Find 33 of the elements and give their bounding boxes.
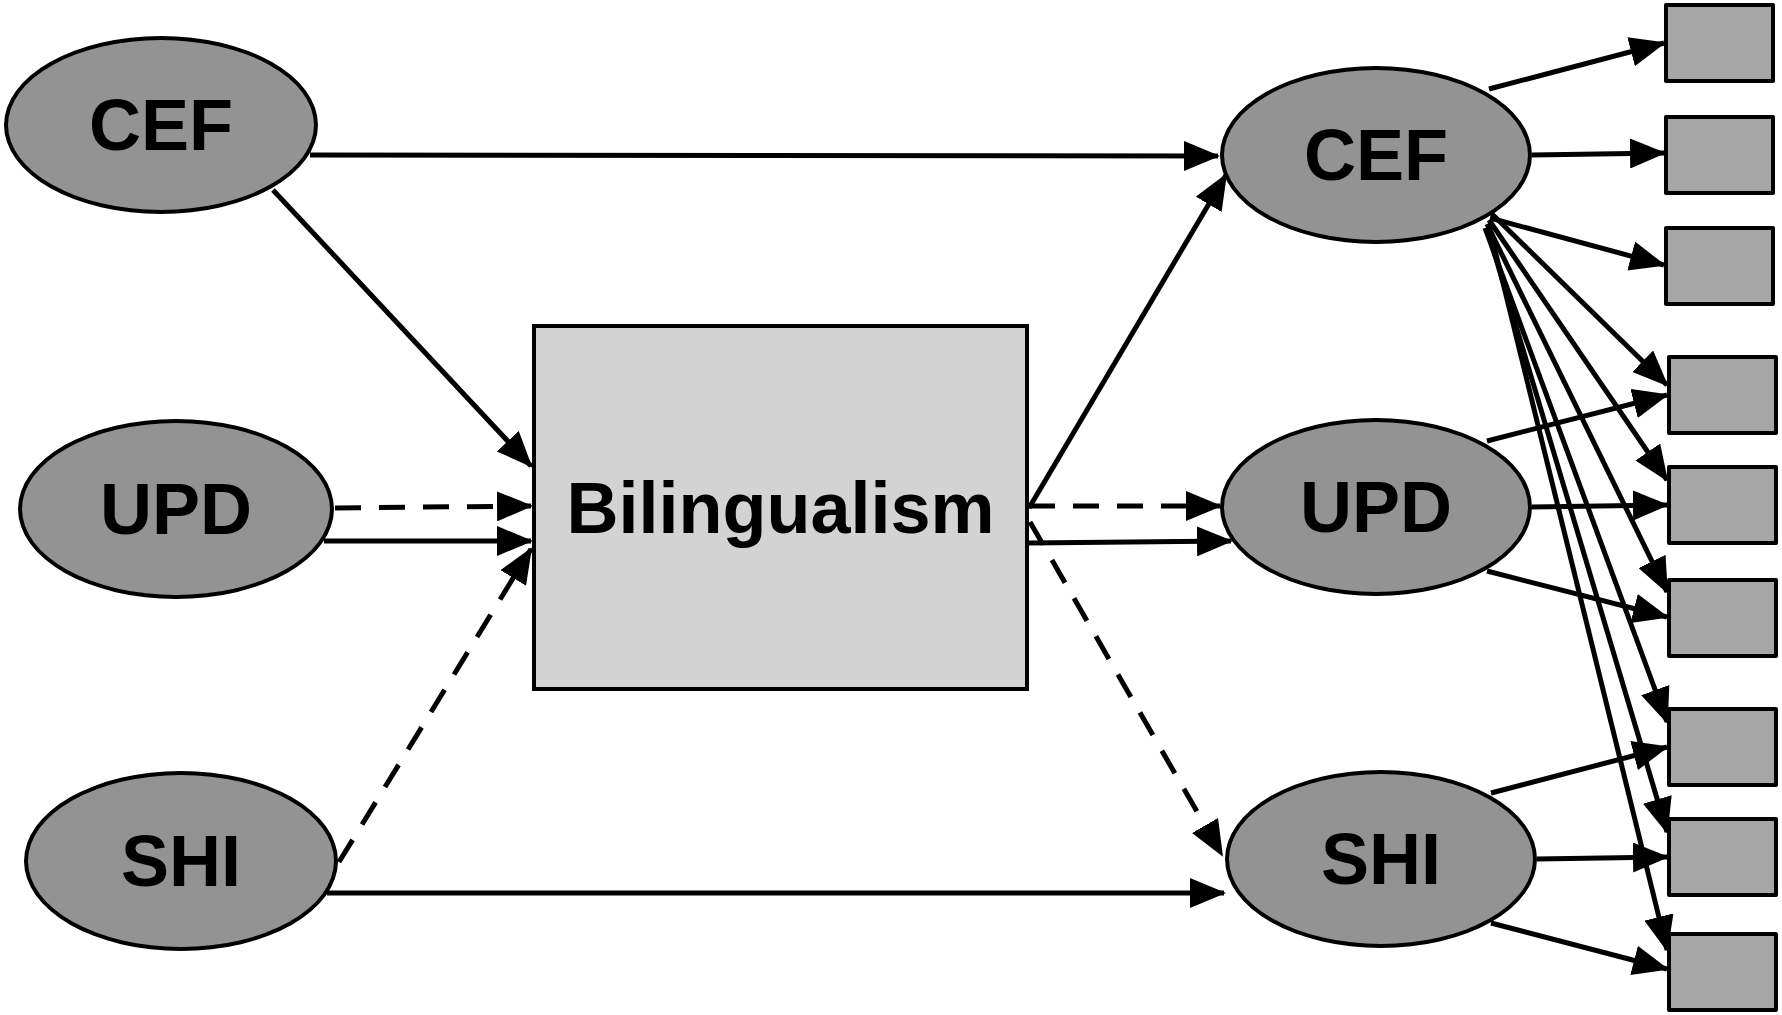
rectangle-node bbox=[532, 324, 1029, 691]
node-label: SHI bbox=[1321, 818, 1441, 900]
indicator-box bbox=[1664, 226, 1775, 306]
arrow bbox=[1486, 388, 1669, 444]
indicator-box bbox=[1664, 115, 1775, 195]
arrow bbox=[1488, 37, 1666, 92]
indicator-box bbox=[1667, 707, 1778, 787]
arrow bbox=[271, 188, 533, 468]
arrow bbox=[1490, 741, 1669, 796]
arrow bbox=[1531, 490, 1669, 521]
indicator-box bbox=[1667, 817, 1778, 897]
node-label: CEF bbox=[89, 84, 233, 166]
arrow bbox=[1536, 842, 1669, 873]
indicator-box bbox=[1667, 465, 1778, 545]
arrow bbox=[310, 140, 1220, 171]
indicator-box bbox=[1667, 355, 1778, 435]
arrow bbox=[1531, 138, 1666, 169]
arrow bbox=[1484, 222, 1670, 594]
arrow bbox=[1486, 568, 1669, 624]
arrow bbox=[1489, 215, 1666, 271]
arrow bbox=[1490, 920, 1669, 975]
node-label: SHI bbox=[121, 820, 241, 902]
indicator-box bbox=[1664, 3, 1775, 83]
dashed-arrow bbox=[1029, 491, 1222, 521]
dashed-arrow bbox=[334, 491, 533, 522]
dashed-arrow bbox=[336, 547, 534, 864]
node-label: UPD bbox=[1300, 466, 1452, 548]
indicator-box bbox=[1667, 578, 1778, 658]
node-label: CEF bbox=[1304, 114, 1448, 196]
arrow bbox=[1490, 212, 1669, 387]
node-label: Bilingualism bbox=[566, 466, 995, 549]
indicator-box bbox=[1667, 932, 1778, 1012]
node-label: UPD bbox=[100, 468, 252, 550]
